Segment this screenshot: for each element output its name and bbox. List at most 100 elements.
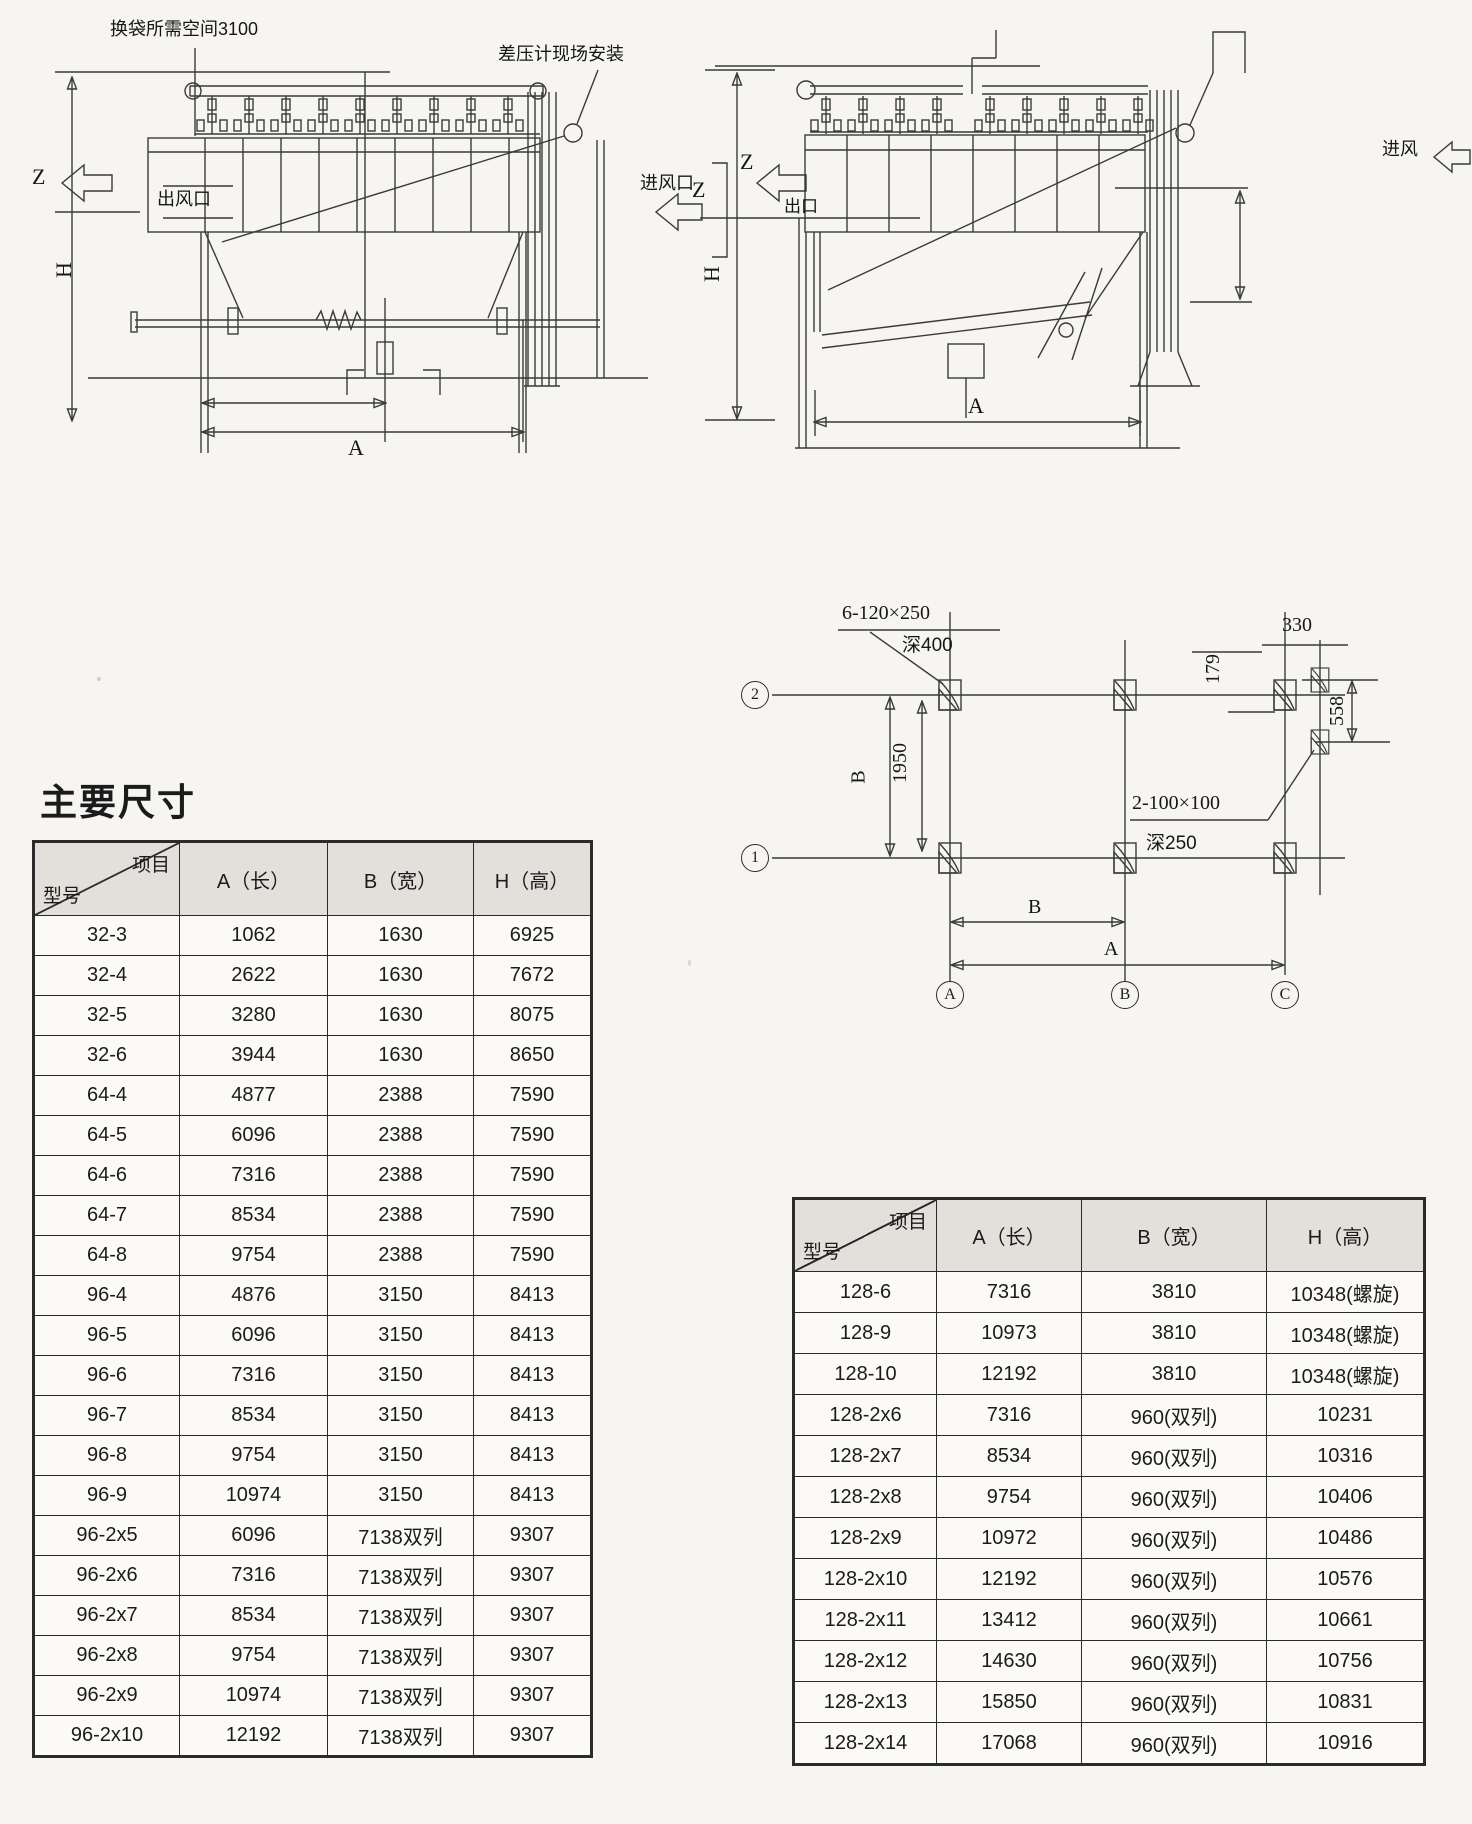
model-cell: 128-2x14 bbox=[793, 1722, 937, 1765]
right-outlet-label: 出口 bbox=[784, 197, 818, 216]
width-cell: 1630 bbox=[327, 1035, 474, 1076]
fp-a-horizontal: A bbox=[1104, 938, 1119, 960]
table-row: 128-6 7316 3810 10348(螺旋) bbox=[793, 1271, 1425, 1313]
length-cell: 12192 bbox=[179, 1715, 328, 1757]
model-cell: 64-7 bbox=[33, 1195, 180, 1236]
length-cell: 8534 bbox=[936, 1435, 1082, 1477]
length-cell: 12192 bbox=[936, 1353, 1082, 1395]
height-cell: 7590 bbox=[473, 1115, 592, 1156]
model-cell: 128-2x8 bbox=[793, 1476, 937, 1518]
foundation-plan-drawing bbox=[772, 612, 1390, 1000]
width-cell: 1630 bbox=[327, 955, 474, 996]
width-cell: 2388 bbox=[327, 1115, 474, 1156]
length-cell: 14630 bbox=[936, 1640, 1082, 1682]
length-cell: 9754 bbox=[179, 1635, 328, 1676]
table-row: 96-5 6096 3150 8413 bbox=[33, 1315, 592, 1356]
length-cell: 6096 bbox=[179, 1515, 328, 1556]
length-cell: 10972 bbox=[936, 1517, 1082, 1559]
length-cell: 8534 bbox=[179, 1595, 328, 1636]
dimensions-table-small-models: 项目 型号 A（长） B（宽） H（高） 32-3 1062 1630 6925… bbox=[32, 840, 593, 1758]
length-cell: 4876 bbox=[179, 1275, 328, 1316]
height-cell: 6925 bbox=[473, 915, 592, 956]
corner-bottom-label: 型号 bbox=[43, 886, 82, 907]
width-cell: 3810 bbox=[1081, 1271, 1267, 1313]
length-cell: 4877 bbox=[179, 1075, 328, 1116]
width-cell: 7138双列 bbox=[327, 1515, 474, 1556]
height-cell: 9307 bbox=[473, 1635, 592, 1676]
model-cell: 128-2x11 bbox=[793, 1599, 937, 1641]
table-row: 128-2x7 8534 960(双列) 10316 bbox=[793, 1435, 1425, 1477]
fp-row-marker-2: 2 bbox=[741, 681, 769, 709]
width-cell: 3810 bbox=[1081, 1312, 1267, 1354]
bag-space-label: 换袋所需空间3100 bbox=[110, 19, 259, 39]
model-cell: 96-2x8 bbox=[33, 1635, 180, 1676]
model-cell: 128-10 bbox=[793, 1353, 937, 1395]
model-cell: 128-2x7 bbox=[793, 1435, 937, 1477]
width-cell: 2388 bbox=[327, 1235, 474, 1276]
width-cell: 7138双列 bbox=[327, 1715, 474, 1757]
table-row: 96-6 7316 3150 8413 bbox=[33, 1355, 592, 1396]
table-row: 64-7 8534 2388 7590 bbox=[33, 1195, 592, 1236]
length-cell: 1062 bbox=[179, 915, 328, 956]
table-row: 128-2x8 9754 960(双列) 10406 bbox=[793, 1476, 1425, 1518]
fp-dim-330: 330 bbox=[1282, 614, 1312, 636]
model-cell: 32-4 bbox=[33, 955, 180, 996]
length-cell: 7316 bbox=[179, 1355, 328, 1396]
height-cell: 8413 bbox=[473, 1395, 592, 1436]
right-h-label: H bbox=[698, 266, 724, 283]
left-z-label: Z bbox=[32, 164, 46, 189]
length-cell: 13412 bbox=[936, 1599, 1082, 1641]
fp-depth-top: 深400 bbox=[902, 635, 953, 656]
length-cell: 7316 bbox=[179, 1555, 328, 1596]
scan-speckle bbox=[97, 677, 101, 681]
model-cell: 64-6 bbox=[33, 1155, 180, 1196]
length-cell: 7316 bbox=[936, 1394, 1082, 1436]
table-row: 128-2x6 7316 960(双列) 10231 bbox=[793, 1394, 1425, 1436]
height-cell: 10831 bbox=[1266, 1681, 1425, 1723]
length-cell: 6096 bbox=[179, 1315, 328, 1356]
scan-speckle bbox=[688, 960, 691, 966]
width-cell: 3150 bbox=[327, 1395, 474, 1436]
width-cell: 960(双列) bbox=[1081, 1435, 1267, 1477]
model-cell: 64-4 bbox=[33, 1075, 180, 1116]
height-cell: 9307 bbox=[473, 1515, 592, 1556]
length-cell: 6096 bbox=[179, 1115, 328, 1156]
width-cell: 3150 bbox=[327, 1475, 474, 1516]
table-row: 64-5 6096 2388 7590 bbox=[33, 1115, 592, 1156]
height-cell: 8413 bbox=[473, 1355, 592, 1396]
page-title: 主要尺寸 bbox=[40, 782, 196, 823]
height-cell: 10486 bbox=[1266, 1517, 1425, 1559]
mid-inlet-label: 进风口 bbox=[640, 173, 694, 193]
fp-dim-558: 558 bbox=[1326, 696, 1348, 726]
width-cell: 960(双列) bbox=[1081, 1722, 1267, 1765]
corner-header-cell: 项目 型号 bbox=[33, 841, 180, 916]
table-row: 96-2x10 12192 7138双列 9307 bbox=[33, 1715, 592, 1757]
length-cell: 2622 bbox=[179, 955, 328, 996]
table-row: 96-2x6 7316 7138双列 9307 bbox=[33, 1555, 592, 1596]
technical-drawings bbox=[55, 30, 1471, 1000]
length-cell: 10974 bbox=[179, 1475, 328, 1516]
length-cell: 8534 bbox=[179, 1395, 328, 1436]
length-cell: 10973 bbox=[936, 1312, 1082, 1354]
column-header-h: H（高） bbox=[1266, 1198, 1425, 1272]
width-cell: 960(双列) bbox=[1081, 1517, 1267, 1559]
table-row: 96-9 10974 3150 8413 bbox=[33, 1475, 592, 1516]
width-cell: 3150 bbox=[327, 1435, 474, 1476]
column-header-b: B（宽） bbox=[327, 841, 474, 916]
length-cell: 7316 bbox=[179, 1155, 328, 1196]
table-row: 96-7 8534 3150 8413 bbox=[33, 1395, 592, 1436]
model-cell: 96-4 bbox=[33, 1275, 180, 1316]
model-cell: 96-2x5 bbox=[33, 1515, 180, 1556]
fp-col-marker-a: A bbox=[936, 981, 964, 1009]
section-marks bbox=[654, 69, 920, 421]
height-cell: 10348(螺旋) bbox=[1266, 1312, 1425, 1354]
mid-z-arrow-label: Z bbox=[740, 149, 754, 174]
width-cell: 7138双列 bbox=[327, 1635, 474, 1676]
table-body: 128-6 7316 3810 10348(螺旋) 128-9 10973 38… bbox=[793, 1271, 1425, 1765]
table-row: 96-2x8 9754 7138双列 9307 bbox=[33, 1635, 592, 1676]
height-cell: 7672 bbox=[473, 955, 592, 996]
table-row: 96-8 9754 3150 8413 bbox=[33, 1435, 592, 1476]
model-cell: 32-5 bbox=[33, 995, 180, 1036]
table-row: 128-2x10 12192 960(双列) 10576 bbox=[793, 1558, 1425, 1600]
